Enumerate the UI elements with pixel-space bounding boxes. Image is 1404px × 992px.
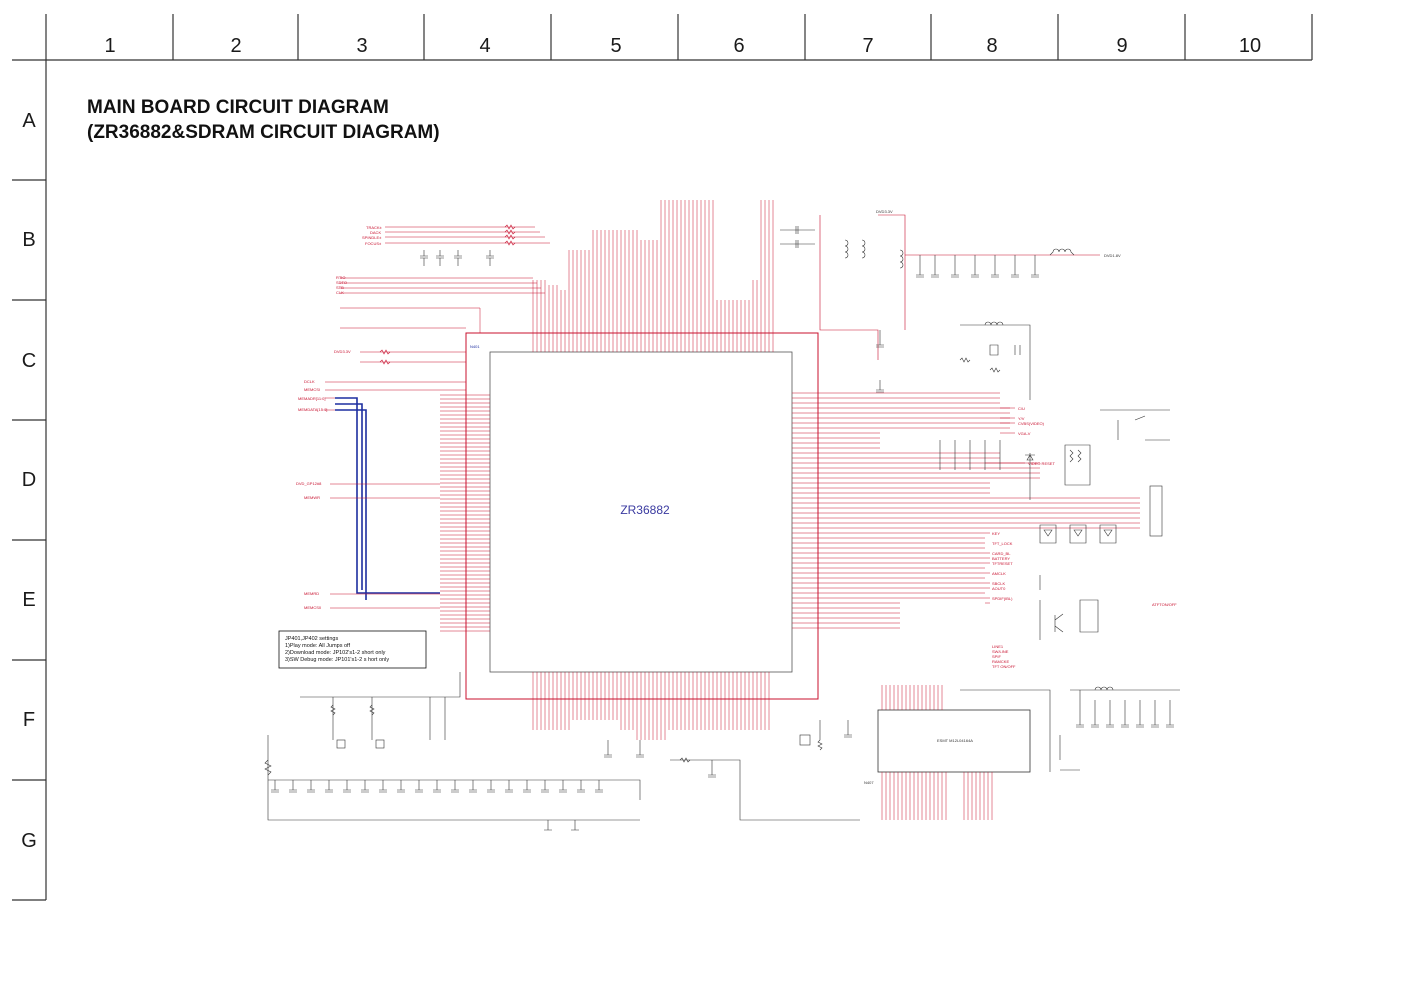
net-tft-onoff: TFT ON/OFF [992, 664, 1016, 669]
row-label-d: D [22, 469, 36, 491]
sdram-decoupling [1059, 686, 1180, 771]
col-label-6: 6 [733, 35, 744, 57]
diagram-subtitle: (ZR36882&SDRAM CIRCUIT DIAGRAM) [87, 122, 440, 143]
net-track: TRACK± [366, 225, 383, 230]
main-chip-label: ZR36882 [620, 503, 670, 517]
net-stb: STB [336, 285, 344, 290]
col-label-7: 7 [862, 35, 873, 57]
net-memwr: MEMWR [304, 495, 320, 500]
net-spif: SPIF [992, 654, 1001, 659]
net-sbclk: SBCLK [992, 581, 1005, 586]
col-label-4: 4 [479, 35, 490, 57]
net-memrd: MEMRD [304, 591, 319, 596]
settings-line-1: 1)Play mode: All Jumps off [285, 643, 350, 649]
net-dvd-gp12: DVD_GP12#8 [296, 481, 322, 486]
net-rtio: RTIO [336, 275, 345, 280]
settings-line-2: 2)Download mode: JP102's1-2 short only [285, 650, 386, 656]
boot-jumpers [264, 672, 461, 776]
main-chip-right-pins [792, 392, 1140, 629]
net-tft-lock: TFT_LOCK [992, 541, 1013, 546]
net-dclk: DCLK [304, 379, 315, 384]
net-line1: LINE1 [992, 644, 1004, 649]
row-label-e: E [22, 589, 35, 611]
net-video-reset: VIDEO RESET [1028, 461, 1055, 466]
input-resistors [379, 224, 516, 365]
sdram-chip-part: ESMT M12L04164A [937, 738, 973, 743]
right-components [939, 409, 1170, 640]
net-dack: DACK [370, 230, 381, 235]
net-spindle: SPINDLE± [362, 235, 382, 240]
net-vga-v: VGA-V [1018, 431, 1031, 436]
net-battery: BATTERY [992, 556, 1010, 561]
sdram-chip: ESMT M12L04164A N407 [864, 685, 1051, 820]
net-dvd33-top: DVD3.3V [876, 209, 893, 214]
net-aout0: AOUT0 [992, 586, 1006, 591]
net-sdto: SDTO [336, 280, 347, 285]
net-memadr: MEMADR[11:0] [298, 396, 326, 401]
net-dvd18: DVD1.8V [1104, 253, 1121, 258]
settings-line-3: 3)SW Debug mode: JP101's1-2 s hort only [285, 657, 389, 663]
col-label-9: 9 [1116, 35, 1127, 57]
col-label-1: 1 [104, 35, 115, 57]
col-label-5: 5 [610, 35, 621, 57]
net-memcs0: MEMCS0 [304, 605, 322, 610]
main-chip-top-pins [532, 200, 774, 352]
net-memdata: MEMDATA[15:0] [298, 407, 327, 412]
net-amclk: AMCLK [992, 571, 1006, 576]
net-key: KEY [992, 531, 1000, 536]
right-nets: C/U Y/V CVBS(VIDEO) VGA-V VIDEO RESET KE… [985, 406, 1177, 669]
sdram-chip-ref: N407 [864, 780, 874, 785]
net-yv: Y/V [1018, 416, 1025, 421]
column-labels: 1 2 3 4 5 6 7 8 9 10 [104, 35, 1261, 57]
net-focus: FOCUS± [365, 241, 382, 246]
net-cu: C/U [1018, 406, 1025, 411]
diagram-title: MAIN BOARD CIRCUIT DIAGRAM [87, 97, 389, 118]
col-label-10: 10 [1239, 35, 1261, 57]
col-label-2: 2 [230, 35, 241, 57]
memory-bus [335, 397, 440, 600]
net-sw-line: SW/LINE [992, 649, 1009, 654]
col-label-8: 8 [986, 35, 997, 57]
net-memcs1: MEMCSI [304, 387, 320, 392]
row-label-g: G [21, 830, 37, 852]
row-label-c: C [22, 350, 36, 372]
bottom-decoupling-row [267, 760, 641, 831]
row-labels: A B C D E F G [21, 110, 37, 852]
net-cvbs: CVBS(VIDEO) [1018, 421, 1045, 426]
net-spdif: SPDIF(IBL) [992, 596, 1013, 601]
row-label-b: B [22, 229, 35, 251]
net-tftreset: TFTRESET [992, 561, 1013, 566]
row-label-a: A [22, 110, 36, 132]
grid-frame [12, 14, 1313, 901]
net-card-bl: CARD_BL [992, 551, 1011, 556]
power-section [780, 214, 1100, 400]
row-label-f: F [23, 709, 35, 731]
net-atft-onoff: ATFTON/OFF [1152, 602, 1177, 607]
net-clk: CLK [336, 290, 344, 295]
main-chip: ZR36882 N401 [465, 332, 819, 700]
clock-section [604, 720, 860, 821]
main-chip-ref: N401 [470, 344, 480, 349]
main-chip-bottom-pins [532, 672, 770, 740]
input-capacitors [420, 250, 494, 266]
settings-heading: JP401,JP402 settings [285, 636, 338, 642]
jumper-settings-note: JP401,JP402 settings 1)Play mode: All Ju… [278, 630, 427, 669]
left-nets: TRACK± DACK SPINDLE± FOCUS± RTIO SDTO ST… [296, 225, 550, 610]
col-label-3: 3 [356, 35, 367, 57]
net-dvd33-left: DVD3.3V [334, 349, 351, 354]
net-ramcke: RAMCKE [992, 659, 1009, 664]
main-chip-left-pins [440, 394, 490, 632]
